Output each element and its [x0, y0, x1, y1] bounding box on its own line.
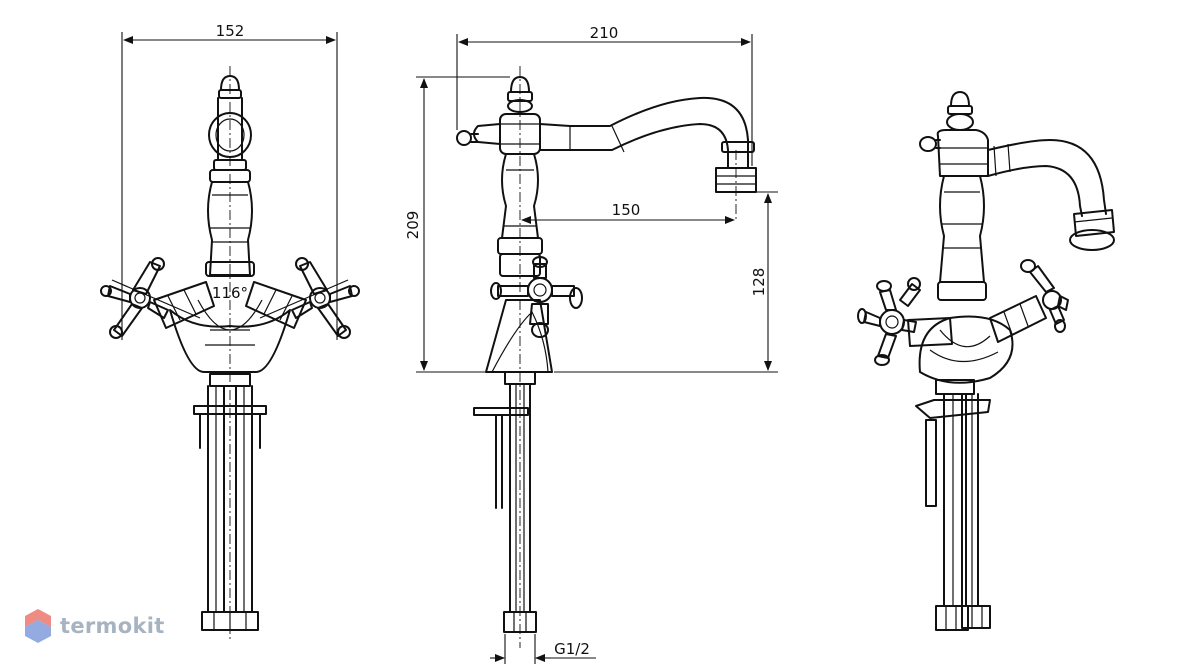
watermark-text: termokit	[60, 614, 165, 638]
dim-width-front: 152	[216, 22, 245, 40]
perspective-view	[857, 91, 1115, 631]
dim-width-side: 210	[590, 24, 619, 42]
dim-handle-angle: 116°	[212, 284, 248, 302]
dim-spout-height: 128	[750, 268, 768, 297]
dim-spout-reach: 150	[612, 201, 641, 219]
dim-height-total: 209	[404, 211, 422, 240]
watermark: termokit	[24, 608, 165, 644]
termokit-logo-icon	[25, 609, 51, 643]
side-view	[416, 34, 778, 664]
front-view	[100, 32, 360, 640]
dim-thread: G1/2	[554, 640, 590, 658]
